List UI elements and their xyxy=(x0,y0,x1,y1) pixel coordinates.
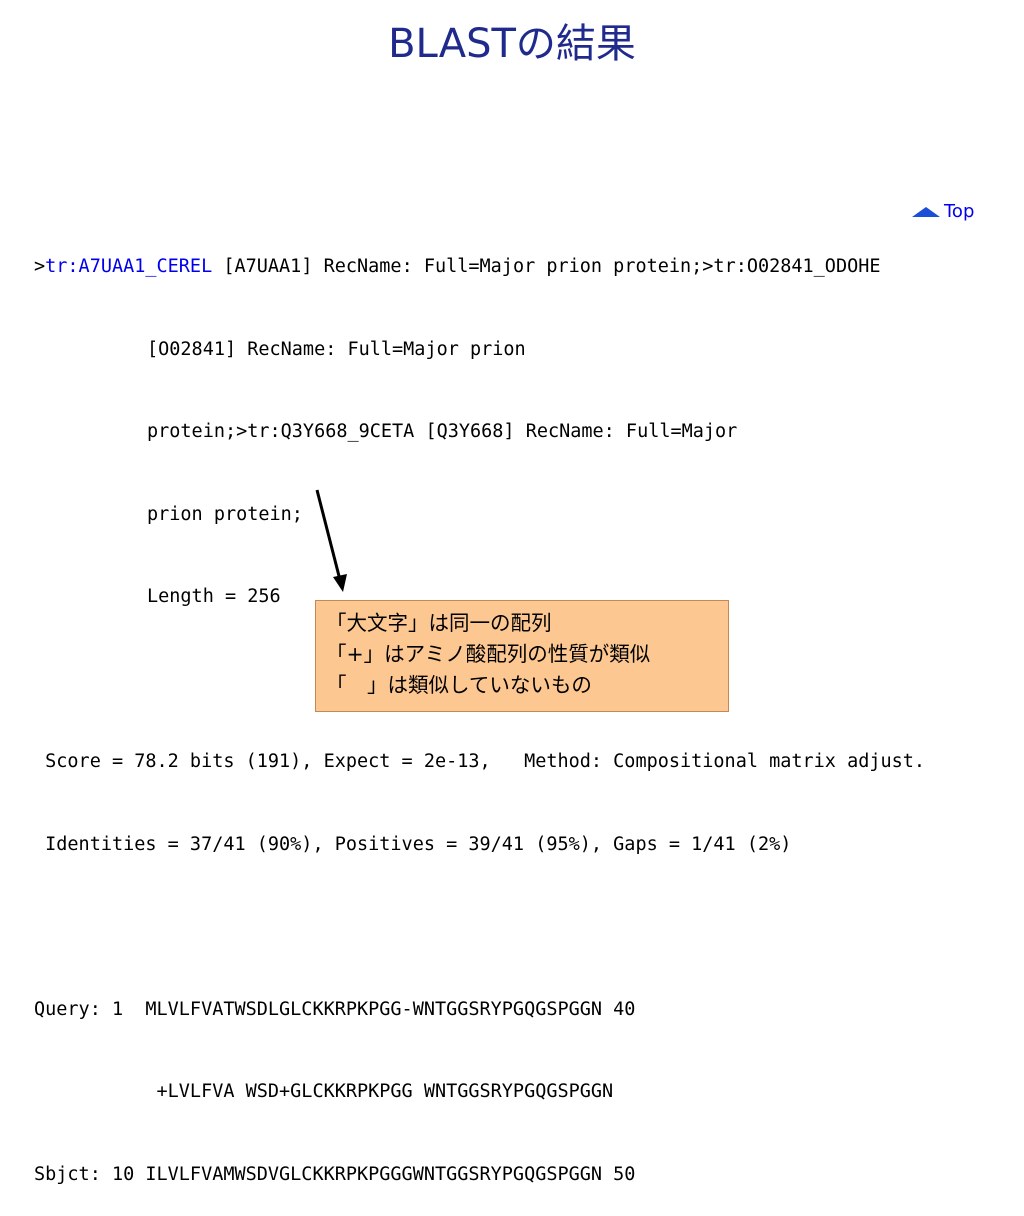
annotation-box: 「大文字」は同一の配列 「+」はアミノ酸配列の性質が類似 「 」は類似していない… xyxy=(315,600,729,712)
slide-title: BLASTの結果 xyxy=(388,21,636,67)
top-link[interactable]: Top xyxy=(912,198,974,226)
score-line: Score = 78.2 bits (191), Expect = 2e-13,… xyxy=(34,751,926,772)
hit-prefix: > xyxy=(34,256,46,277)
sbjct-line: Sbjct: 10 ILVLFVAMWSDVGLCKKRPKPGGGWNTGGS… xyxy=(34,1163,636,1185)
hit-id-link[interactable]: tr:A7UAA1_CEREL xyxy=(45,256,213,277)
definition-line-3: protein;>tr:Q3Y668_9CETA [Q3Y668] RecNam… xyxy=(147,421,738,442)
query-line: Query: 1 MLVLFVATWSDLGLCKKRPKPGG-WNTGGSR… xyxy=(34,998,636,1020)
match-line: +LVLFVA WSD+GLCKKRPKPGG WNTGGSRYPGQGSPGG… xyxy=(34,1081,614,1102)
triangle-up-icon xyxy=(912,206,940,217)
annotation-line-1: 「大文字」は同一の配列 xyxy=(326,611,552,635)
blank-line xyxy=(34,913,994,941)
definition-line-1: >tr:A7UAA1_CEREL [A7UAA1] RecName: Full=… xyxy=(34,253,994,281)
length-line: Length = 256 xyxy=(147,586,281,607)
top-link-label: Top xyxy=(944,201,975,222)
definition-line-4: prion protein; xyxy=(147,503,303,525)
identities-line: Identities = 37/41 (90%), Positives = 39… xyxy=(34,833,792,855)
definition-text-1: [A7UAA1] RecName: Full=Major prion prote… xyxy=(212,256,881,277)
definition-line-2: [O02841] RecName: Full=Major prion xyxy=(147,338,526,360)
annotation-line-2: 「+」はアミノ酸配列の性質が類似 xyxy=(326,642,651,666)
annotation-line-3: 「 」は類似していないもの xyxy=(326,673,592,697)
